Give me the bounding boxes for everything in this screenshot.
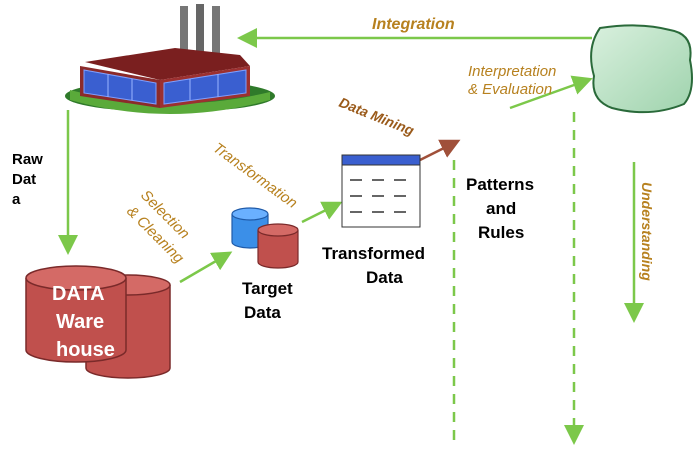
- patterns-label-line3: Rules: [478, 223, 524, 242]
- transformed-data-label-line2: Data: [366, 268, 403, 287]
- selection-arrow: [179, 251, 233, 284]
- integration-label: Integration: [372, 16, 455, 33]
- interpretation-arrow: [509, 75, 593, 110]
- interpretation-label-line1: Interpretation: [468, 63, 556, 80]
- data-warehouse-cylinders: [25, 265, 171, 379]
- transformed-data-table-icon: [341, 154, 421, 228]
- target-data-cylinders: [231, 207, 299, 269]
- interpretation-label-line2: & Evaluation: [468, 81, 552, 98]
- transformation-arrow: [301, 201, 343, 224]
- transformation-label: Transformation: [210, 139, 301, 211]
- warehouse-label-line2: Ware: [56, 311, 104, 333]
- understanding-label: Understanding: [639, 182, 655, 281]
- data-mining-label: Data Mining: [337, 94, 417, 139]
- warehouse-label-line3: house: [56, 339, 115, 361]
- raw-data-label-line3: a: [12, 191, 21, 208]
- cloud-icon: [590, 24, 693, 114]
- target-data-label-line2: Data: [244, 303, 281, 322]
- factory-icon: [65, 4, 275, 114]
- raw-data-label-line1: Raw: [12, 151, 43, 168]
- transformed-data-label-line1: Transformed: [322, 244, 425, 263]
- target-data-label-line1: Target: [242, 279, 293, 298]
- patterns-label-line2: and: [486, 199, 516, 218]
- raw-data-label-line2: Dat: [12, 171, 36, 188]
- warehouse-label-line1: DATA: [52, 283, 105, 305]
- data-mining-arrow: [419, 139, 461, 162]
- patterns-label-line1: Patterns: [466, 175, 534, 194]
